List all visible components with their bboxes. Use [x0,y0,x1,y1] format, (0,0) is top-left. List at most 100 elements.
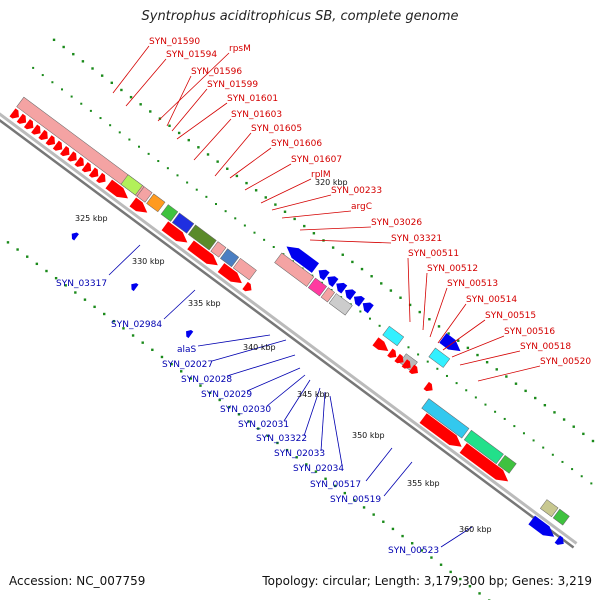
reverse-gene-arrow [131,283,139,292]
gc-dot [333,484,337,488]
gc-dot [224,210,227,213]
backbone-line [0,112,578,545]
gc-dot [99,117,102,120]
genome-metadata: Topology: circular; Length: 3,179,300 bp… [262,574,592,588]
gc-dot [449,570,452,574]
forward-gene-label: argC [351,202,372,212]
reverse-gene-label: SYN_00517 [310,480,361,490]
feature-track [9,96,570,545]
label-leader-line [383,461,413,497]
scale-tick-label: 350 kbp [352,431,385,440]
feature-block [146,193,166,213]
gc-dot [52,38,56,42]
scale-tick-label: 360 kbp [459,525,492,534]
forward-gene-label: rplM [311,170,331,180]
label-leader-line [459,350,521,366]
gc-dot [351,260,354,264]
gc-dot [341,253,344,256]
gc-dot [168,124,171,127]
label-leader-line [271,194,332,211]
gc-dot [582,432,585,436]
label-leader-line [437,303,467,344]
gc-dot [214,203,217,206]
label-leader-line [299,226,372,231]
forward-gene-label: SYN_00515 [485,311,536,321]
reverse-gene-label: SYN_02029 [201,390,252,400]
forward-gene-label: SYN_01607 [291,155,342,165]
forward-gene-label: SYN_00516 [504,327,555,337]
gc-dot [401,534,404,538]
gc-dot [465,389,468,392]
gc-dot [253,231,256,234]
gc-dot [447,332,450,335]
gc-dot [45,269,48,273]
gc-dot [264,196,267,199]
gc-dot [457,339,460,342]
gc-dot [378,324,381,327]
label-leader-line [108,244,141,276]
reverse-gene-label: SYN_02027 [162,360,213,370]
label-leader-line [171,88,208,132]
gc-dot [293,217,296,221]
gc-dot [112,319,116,323]
backbone-line [0,118,575,549]
reverse-gene-arrow [318,269,330,281]
gc-dot [141,341,144,344]
gc-dot [131,334,135,337]
scale-tick-label: 345 kbp [297,390,330,399]
forward-gene-arrow [372,337,389,351]
scale-tick-label: 325 kbp [75,214,108,223]
label-leader-line [309,239,392,244]
forward-gene-label: SYN_01601 [227,94,278,104]
forward-gene-arrow [439,333,461,352]
gc-dot [382,520,385,523]
label-leader-line [407,257,411,323]
forward-gene-label: SYN_01594 [166,50,217,60]
gc-dot [468,585,472,588]
forward-gene-label: SYN_03026 [371,218,422,228]
gc-dot [437,325,441,328]
gc-dot [81,60,85,63]
feature-block [552,508,570,526]
label-leader-line [193,118,232,161]
forward-gene-label: SYN_00512 [427,264,478,274]
forward-gene-arrow [161,221,188,243]
gc-dot [295,456,298,459]
scale-tick-label: 340 kbp [243,343,276,352]
forward-gene-arrow [187,240,218,266]
gc-dot [484,403,487,406]
forward-gene-label: SYN_01599 [207,80,258,90]
label-leader-line [283,379,311,422]
gc-dot [553,411,556,414]
reverse-gene-arrow [327,276,339,287]
gc-dot [195,188,198,191]
label-leader-line [365,447,393,482]
gc-dot [228,405,231,409]
forward-gene-arrow [387,348,397,358]
gc-dot [208,391,212,395]
gc-dot [234,217,237,220]
gc-dot [430,556,433,559]
label-leaders [108,45,541,548]
gc-dot [408,303,412,307]
forward-gene-label: SYN_00518 [520,342,571,352]
gc-dot [149,110,152,113]
forward-gene-arrow [74,156,84,167]
gc-dot [513,425,516,428]
feature-block [274,252,315,287]
reverse-gene-label: alaS [177,345,197,355]
label-leader-line [197,334,271,347]
gc-dot [312,232,316,235]
label-leader-line [266,374,306,407]
gc-dot [274,203,277,206]
label-leader-line [320,391,326,452]
gene-labels: SYN_01590SYN_01594rpsMSYN_01596SYN_01599… [56,37,591,556]
gc-dot [503,417,506,420]
reverse-gene-arrow [362,302,374,314]
forward-gene-arrow [423,381,433,392]
forward-gene-arrow [528,515,555,537]
forward-gene-arrow [96,172,106,184]
gc-dot [139,103,142,106]
feature-block [382,325,405,347]
